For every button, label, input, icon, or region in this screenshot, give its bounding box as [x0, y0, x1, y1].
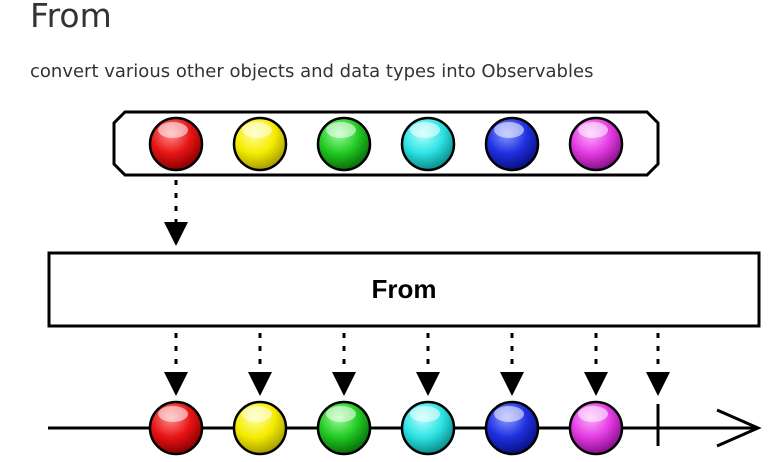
operator-box	[47, 251, 761, 328]
output-item-magenta	[568, 400, 624, 456]
operator-label: From	[372, 274, 437, 304]
arrowhead-icon	[164, 222, 188, 246]
emission-arrow	[584, 333, 608, 396]
source-item-magenta	[568, 116, 624, 172]
emission-arrow	[164, 333, 188, 396]
output-item-cyan	[400, 400, 456, 456]
source-items	[148, 116, 624, 172]
emission-arrow	[500, 333, 524, 396]
page-title: From	[30, 0, 112, 35]
output-items	[148, 400, 624, 456]
source-item-blue	[484, 116, 540, 172]
source-item-green	[316, 116, 372, 172]
timeline-arrowhead-icon	[716, 408, 762, 448]
source-item-yellow	[232, 116, 288, 172]
emission-arrows	[164, 333, 670, 396]
emission-arrow	[332, 333, 356, 396]
output-item-red	[148, 400, 204, 456]
page-subtitle: convert various other objects and data t…	[30, 61, 594, 82]
emission-arrow	[248, 333, 272, 396]
output-item-blue	[484, 400, 540, 456]
source-item-red	[148, 116, 204, 172]
output-item-yellow	[232, 400, 288, 456]
source-item-cyan	[400, 116, 456, 172]
emission-arrow	[416, 333, 440, 396]
completion-arrow	[646, 333, 670, 396]
output-item-green	[316, 400, 372, 456]
